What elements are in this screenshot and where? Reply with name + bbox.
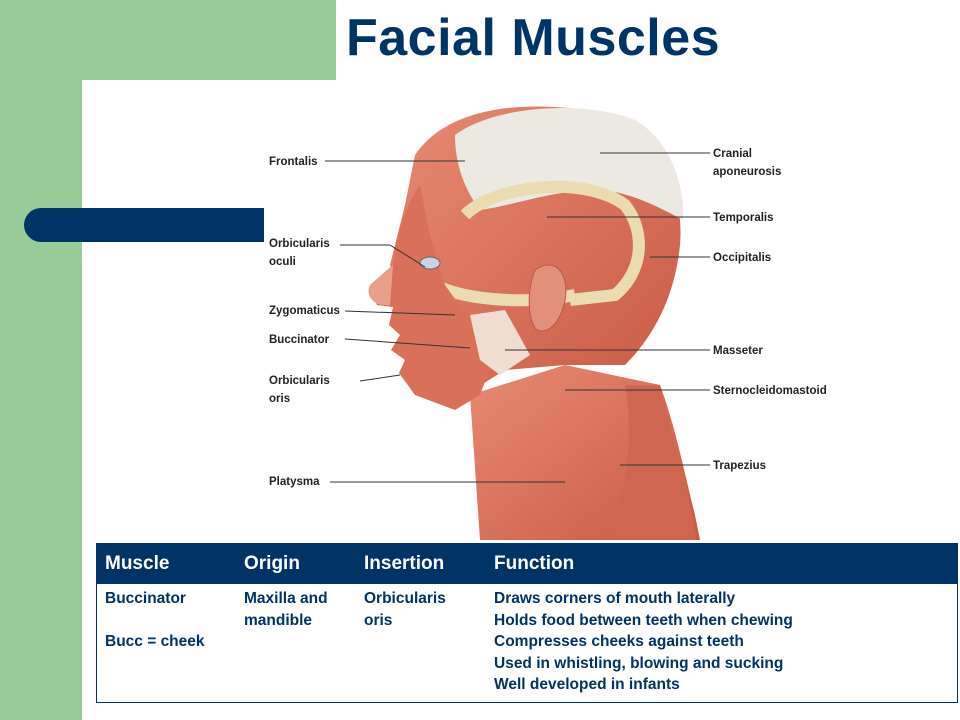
slide-title: Facial Muscles: [346, 9, 721, 67]
cell-origin-line-1: Maxilla and: [244, 590, 328, 607]
cell-muscle-name: Buccinator: [105, 590, 186, 607]
content-corner: [82, 80, 202, 200]
header-insertion: Insertion: [364, 553, 445, 574]
ear-shape: [528, 264, 567, 332]
label-masseter: Masseter: [713, 345, 763, 357]
face-shape: [370, 185, 495, 410]
label-cranial-aponeurosis-1: Cranial: [713, 148, 752, 160]
cell-insertion-line-2: oris: [364, 611, 393, 629]
function-line-2: Holds food between teeth when chewing: [494, 611, 793, 629]
table-row: Buccinator Bucc = cheek Maxilla and mand…: [97, 584, 957, 702]
muscle-table: Muscle Origin Insertion Function Buccina…: [96, 543, 958, 703]
header-muscle: Muscle: [105, 553, 170, 574]
eye-shape: [419, 256, 441, 270]
label-frontalis: Frontalis: [269, 156, 318, 168]
cell-muscle-note: Bucc = cheek: [105, 632, 205, 650]
label-orbicularis-oris-2: oris: [269, 393, 290, 405]
green-header-bar: [0, 0, 336, 80]
label-temporalis: Temporalis: [713, 212, 774, 224]
function-line-1: Draws corners of mouth laterally: [494, 590, 736, 607]
label-orbicularis-oris-1: Orbicularis: [269, 375, 330, 387]
cell-muscle: Buccinator Bucc = cheek: [97, 588, 244, 696]
cell-spacer: [105, 610, 244, 631]
cell-function: Draws corners of mouth laterally Holds f…: [494, 588, 957, 696]
cell-origin: Maxilla and mandible: [244, 588, 364, 696]
label-trapezius: Trapezius: [713, 460, 766, 472]
header-origin: Origin: [244, 553, 300, 574]
label-occipitalis: Occipitalis: [713, 252, 771, 264]
cell-insertion: Orbicularis oris: [364, 588, 494, 696]
masseter-shape: [470, 310, 530, 375]
temporalis-border: [460, 180, 645, 306]
header-function: Function: [494, 553, 575, 574]
table-header-row: Muscle Origin Insertion Function: [97, 544, 957, 584]
label-platysma: Platysma: [269, 476, 320, 488]
green-sidebar: [0, 0, 82, 720]
cell-origin-line-2: mandible: [244, 611, 313, 629]
facial-muscles-illustration: Frontalis Orbicularis oculi Zygomaticus …: [265, 95, 845, 540]
function-line-3: Compresses cheeks against teeth: [494, 633, 744, 650]
function-line-4: Used in whistling, blowing and sucking: [494, 654, 784, 672]
label-cranial-aponeurosis-2: aponeurosis: [713, 166, 781, 178]
label-sternocleidomastoid: Sternocleidomastoid: [713, 385, 827, 397]
label-zygomaticus: Zygomaticus: [269, 305, 340, 317]
cell-insertion-line-1: Orbicularis: [364, 590, 446, 607]
label-buccinator: Buccinator: [269, 334, 330, 346]
label-orbicularis-oculi-2: oculi: [269, 256, 296, 268]
navy-accent-tab: [24, 208, 264, 242]
label-orbicularis-oculi-1: Orbicularis: [269, 238, 330, 250]
head-anatomy-svg: Frontalis Orbicularis oculi Zygomaticus …: [269, 106, 827, 540]
function-line-5: Well developed in infants: [494, 676, 680, 693]
trapezius-shape: [610, 385, 697, 540]
nose-shape: [368, 265, 393, 306]
